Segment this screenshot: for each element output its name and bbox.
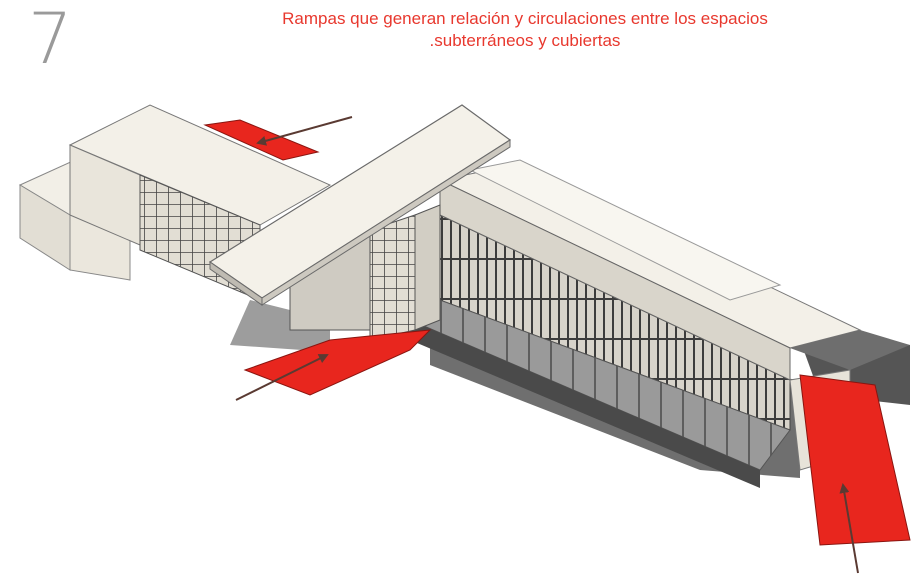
- caption-line-1: Rampas que generan relación y circulacio…: [282, 9, 768, 28]
- arrows: [235, 116, 859, 574]
- ramp-east: [799, 374, 911, 546]
- caption-line-2: .subterráneos y cubiertas: [429, 31, 621, 50]
- east-wing-volume: [438, 159, 862, 431]
- cross-roof-slab: [208, 104, 512, 306]
- caption: Rampas que generan relación y circulacio…: [220, 8, 830, 52]
- arrow-west: [235, 354, 329, 401]
- ramp-west: [243, 329, 432, 396]
- arrow-north: [256, 116, 353, 146]
- arrow-east: [839, 483, 859, 574]
- slide-number: 7: [28, 0, 73, 80]
